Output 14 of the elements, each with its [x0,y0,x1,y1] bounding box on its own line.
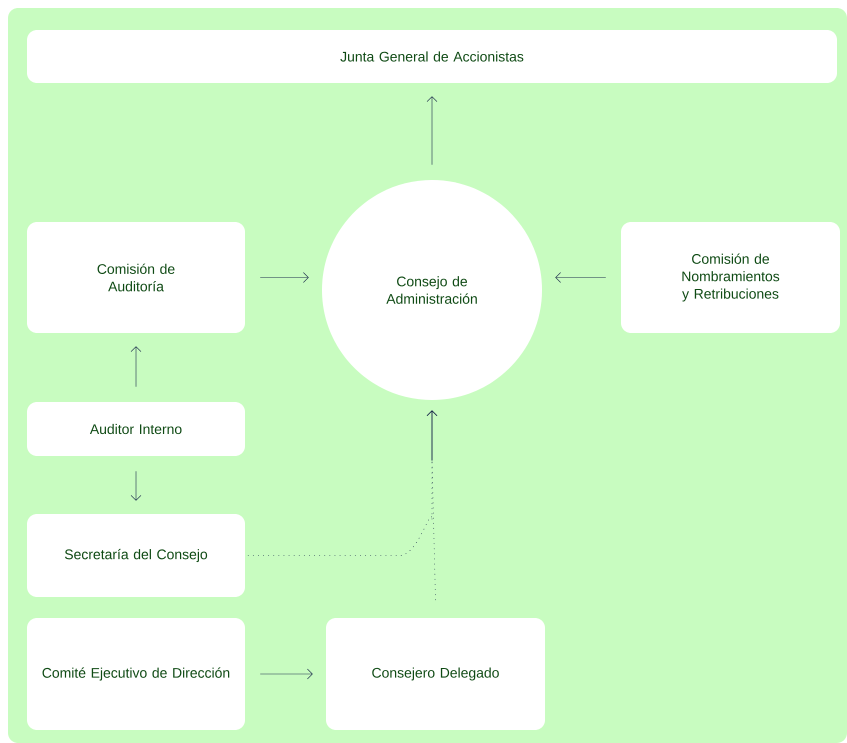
arrow [260,272,309,283]
arrow [426,96,438,166]
process-box: Comité Ejecutivo de Dirección [27,618,245,730]
arrow [130,346,142,388]
arrow [260,668,313,680]
arrow [555,272,606,283]
process-box: Auditor Interno [27,402,245,456]
box-title: Junta General de Accionistas [27,30,837,83]
process-box: Consejero Delegado [326,618,545,730]
dotted-arrow [248,410,438,556]
process-box: Secretaría del Consejo [27,514,245,597]
committee-box: Comisión de Auditoría [27,222,245,333]
arrow [130,470,142,501]
committee-box: Comisión de Nombramientos y Retribuciones [621,222,840,333]
